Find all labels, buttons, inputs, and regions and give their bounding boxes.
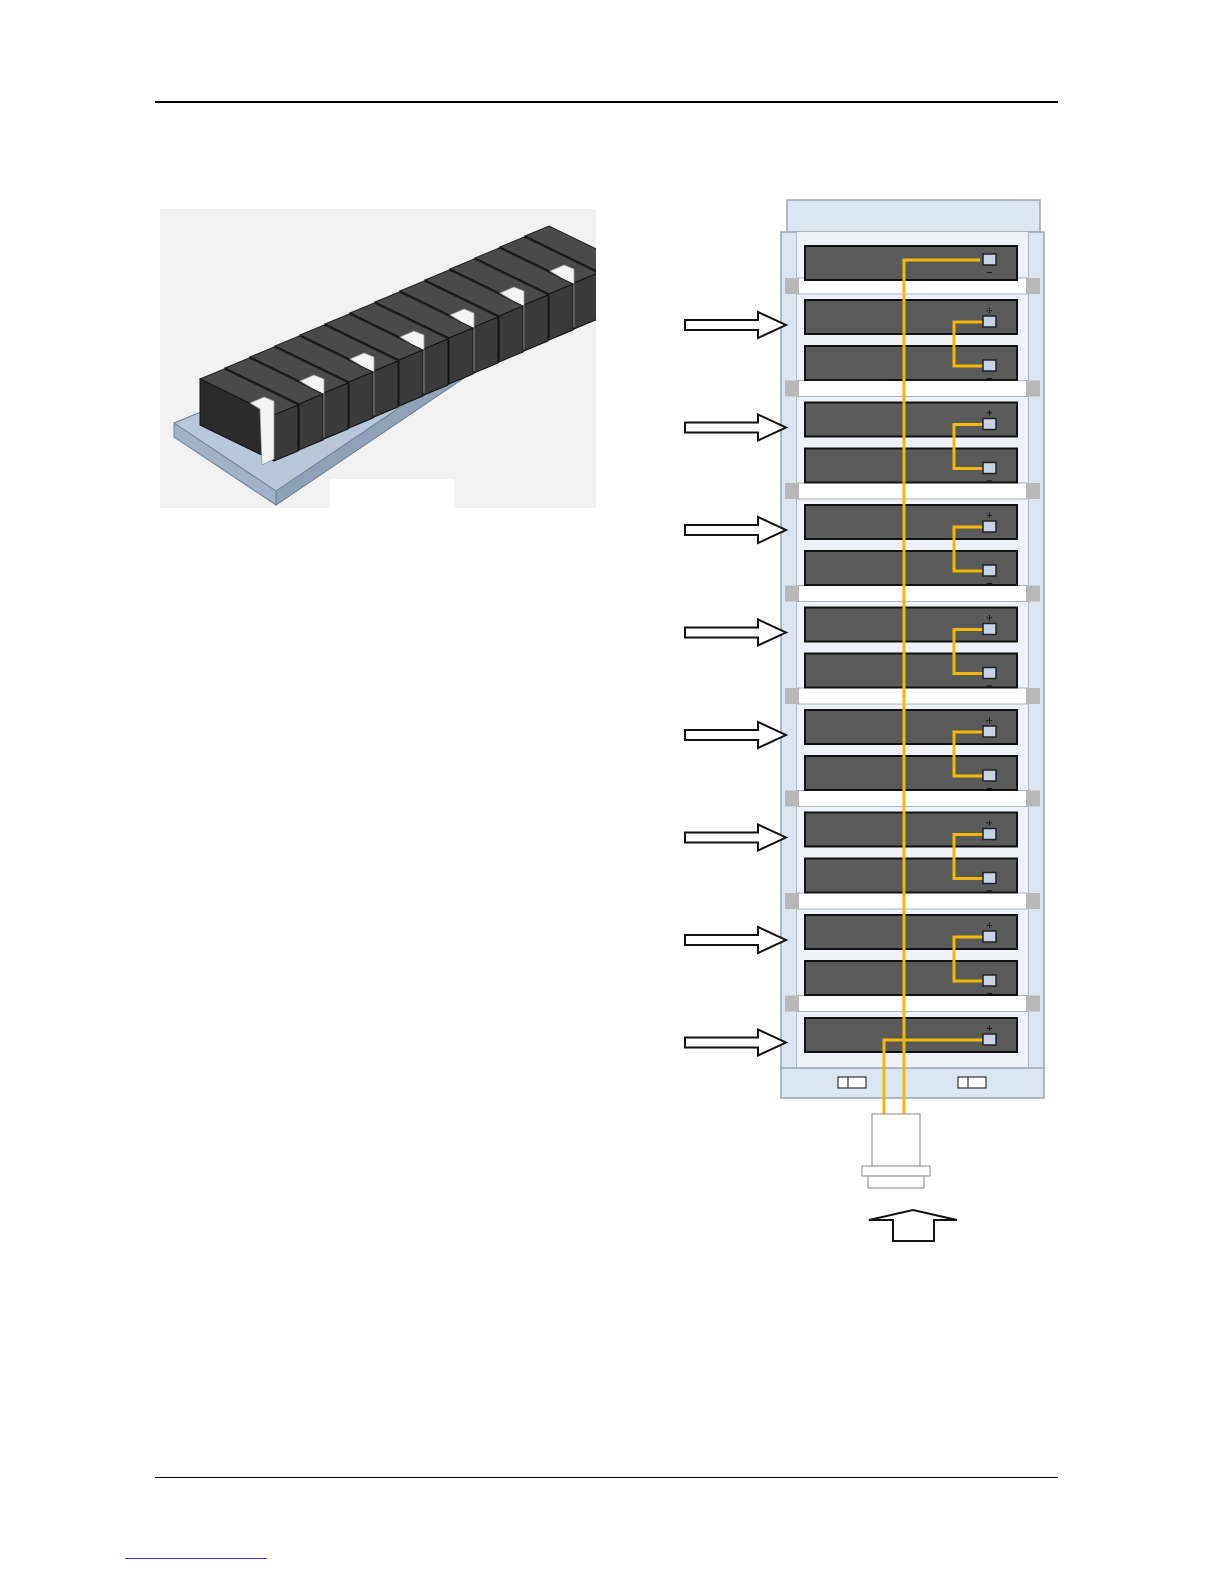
right-arrow-icon [685,825,786,851]
tray-latch [1026,893,1040,909]
cable-connector-icon [862,1114,930,1188]
rack-right-rail [1028,232,1044,1070]
tray-latch [1026,586,1040,602]
battery-tray-icon [160,209,596,508]
tray-shelf [797,483,1028,499]
tray-shelf [797,996,1028,1012]
rack-bottom-slot [838,1077,866,1088]
tray-latch [1026,278,1040,294]
footer-link-underline [125,1558,267,1559]
tray-shelf [797,791,1028,807]
terminal-polarity: + [986,920,992,932]
tray-shelf [797,688,1028,704]
terminal-polarity: + [986,1023,992,1035]
terminal-polarity: − [986,578,992,590]
tray-latch [1026,791,1040,807]
terminal-polarity: − [986,988,992,1000]
header-rule [155,101,1058,103]
terminal-polarity: + [986,510,992,522]
tray-latch [785,996,799,1012]
tray-latch [785,586,799,602]
tray-latch [1026,381,1040,397]
tray-latch [785,791,799,807]
right-arrow-icon [685,927,786,953]
rack-tray [785,586,1040,602]
terminal-polarity: − [986,783,992,795]
rack-bottom-slot [958,1077,986,1088]
tray-latch [1026,483,1040,499]
rack-tray [785,381,1040,397]
rack-tray [785,893,1040,909]
tray-latch [1026,688,1040,704]
rack-tray [785,791,1040,807]
rack-tray [785,483,1040,499]
tray-latch [1026,996,1040,1012]
tray-shelf [797,381,1028,397]
terminal-polarity: + [986,408,992,420]
terminal-polarity: − [986,681,992,693]
tray-latch [785,893,799,909]
right-arrow-icon [685,312,786,338]
terminal-polarity: − [986,267,992,279]
terminal-polarity: − [986,373,992,385]
terminal-polarity: + [986,715,992,727]
terminal-polarity: − [986,886,992,898]
footer-rule [155,1477,1058,1478]
tray-latch [785,483,799,499]
rack-left-rail [781,232,797,1070]
rack-top-panel [787,200,1040,232]
right-arrow-icon [685,517,786,543]
rack-bottom-panel [781,1068,1044,1098]
right-arrow-icon [685,620,786,646]
right-arrow-icon [685,722,786,748]
insert-arrows [685,312,786,1056]
tray-latch [785,688,799,704]
terminal-polarity: + [986,305,992,317]
rack-tray [785,246,1040,294]
tray-shelf [797,893,1028,909]
tray-latch [785,381,799,397]
tray-latch [785,278,799,294]
up-arrow-icon [869,1210,957,1241]
right-arrow-icon [685,415,786,441]
rack-tray [785,996,1040,1012]
rack-tray [785,688,1040,704]
terminal-polarity: + [986,613,992,625]
terminal-polarity: − [986,476,992,488]
right-arrow-icon [685,1030,786,1056]
terminal-polarity: + [986,818,992,830]
tray-shelf [797,586,1028,602]
